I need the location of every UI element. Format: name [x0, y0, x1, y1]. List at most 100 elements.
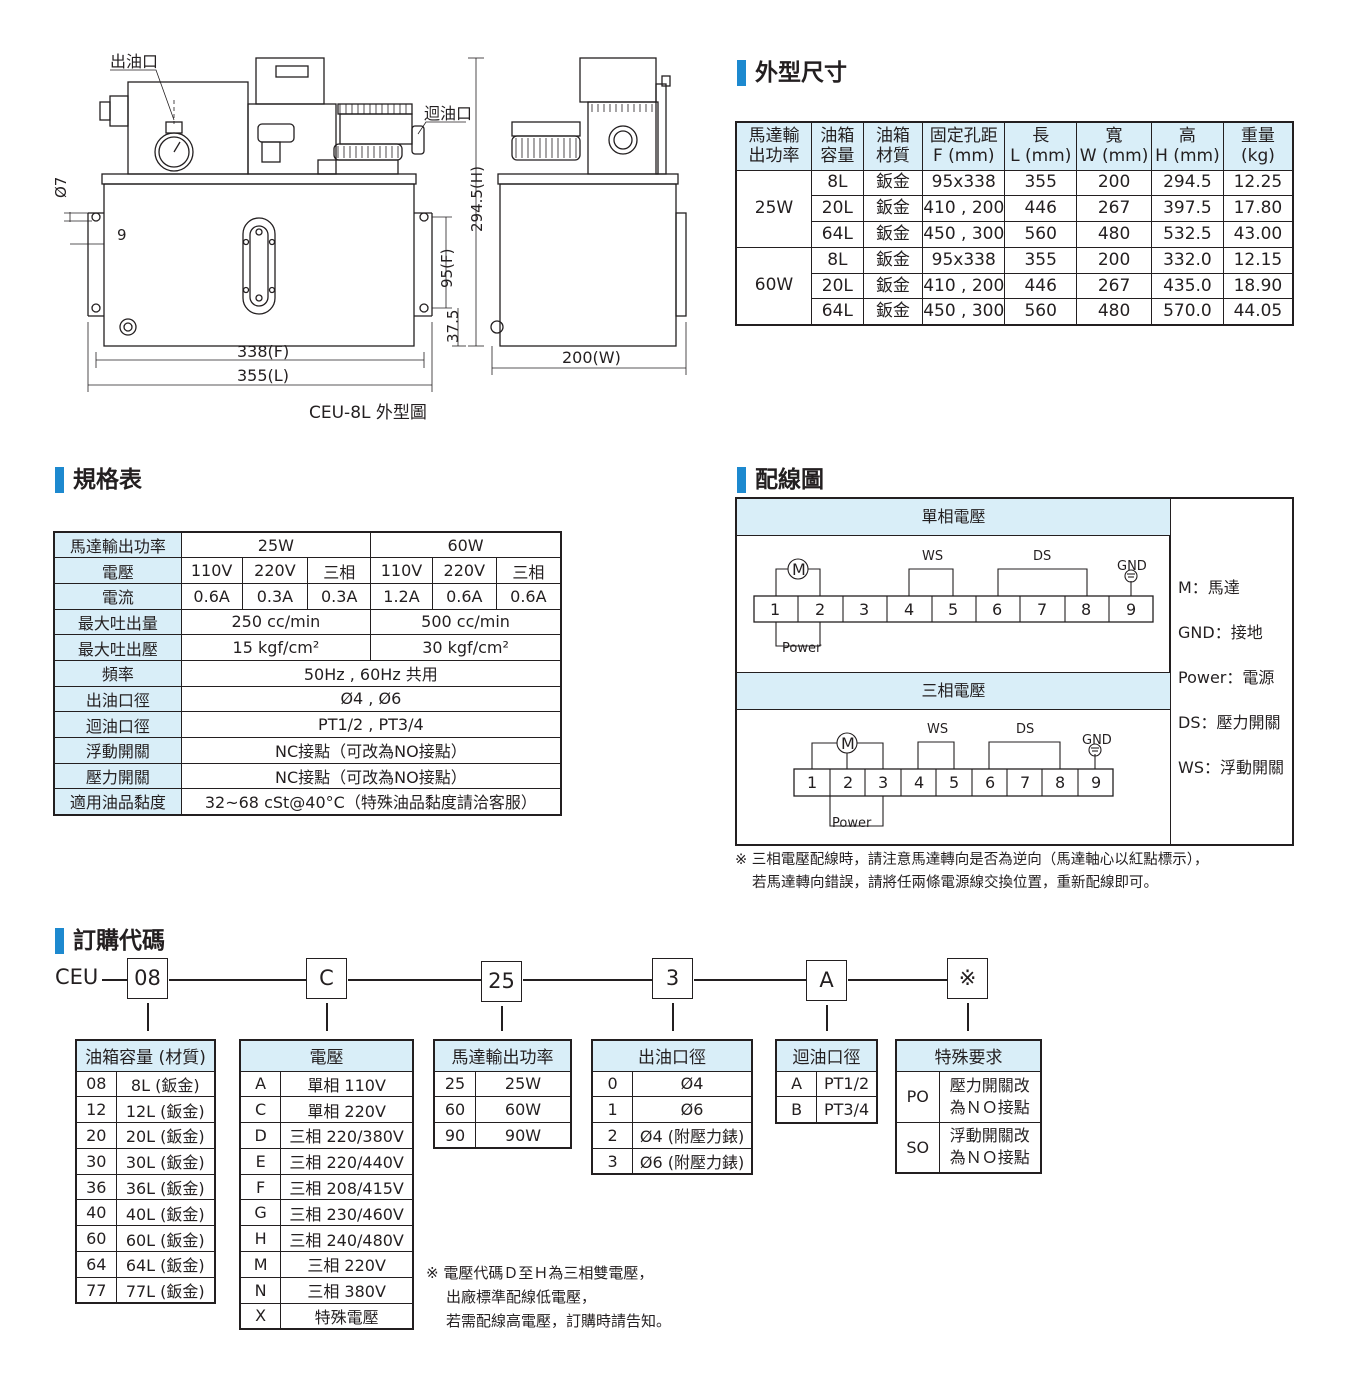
three-phase-title: 三相電壓 [737, 672, 1171, 710]
outline-header-line: 長 [1032, 126, 1050, 147]
outline-header-line: 固定孔距 [929, 126, 998, 147]
tank-row-code: 40 [75, 1199, 117, 1227]
tank-row-desc: 60L (鈑金) [115, 1225, 216, 1253]
spec-cell: 0.3A [241, 582, 309, 610]
spec-cell: 三相 [307, 557, 372, 584]
order-note-2: 出廠標準配線低電壓， [446, 1288, 597, 1306]
wiring-panel: 單相電壓 三相電壓 M：馬達 GND：接地 Power：電源 DS：壓力開關 W… [735, 497, 1294, 846]
spec-row-label: 適用油品黏度 [53, 788, 182, 816]
outline-header-line: 馬達輸 [748, 126, 800, 147]
tank-row-code: 08 [75, 1070, 117, 1098]
outline-header-line: (kg) [1240, 146, 1275, 167]
single-t1: 1 [770, 600, 780, 619]
power-row-desc: 25W [474, 1070, 572, 1098]
outline-cell: 532.5 [1150, 221, 1224, 248]
power-row-code: 60 [433, 1096, 476, 1124]
single-t2: 2 [815, 600, 825, 619]
outlet-row-code: 2 [591, 1122, 634, 1149]
tank-row-desc: 64L (鈑金) [115, 1251, 216, 1278]
outline-header-line: 出功率 [748, 146, 800, 167]
outline-cell: 480 [1076, 298, 1152, 326]
legend-power: Power：電源 [1178, 668, 1275, 687]
power-header: 馬達輸出功率 [433, 1039, 572, 1072]
spec-cell: 50Hz , 60Hz 共用 [180, 659, 562, 687]
outline-cell: 20L [811, 272, 864, 300]
single-m: M [792, 560, 806, 579]
code-box-outlet: 3 [652, 958, 693, 999]
tank-row-desc: 8L (鈑金) [115, 1070, 216, 1098]
single-ds: DS [1033, 549, 1051, 564]
code-box-power: 25 [481, 961, 522, 1002]
voltage-row-desc: 單相 220V [280, 1096, 414, 1124]
spec-cell: 0.6A [431, 582, 497, 610]
outline-cell: 鈑金 [862, 246, 924, 274]
spec-cell: 三相 [495, 557, 562, 584]
voltage-row-code: N [239, 1276, 282, 1304]
voltage-row-code: E [239, 1147, 282, 1175]
order-prefix: CEU [55, 965, 99, 989]
l355-dim: 355(L) [237, 366, 289, 385]
outline-title: 外型尺寸 [737, 58, 847, 88]
outline-cell: 446 [1004, 195, 1078, 223]
three-t9: 9 [1091, 773, 1101, 792]
three-t6: 6 [985, 773, 995, 792]
tank-row-desc: 30L (鈑金) [115, 1147, 216, 1175]
wiring-legend: M：馬達 GND：接地 Power：電源 DS：壓力開關 WS：浮動開關 [1178, 565, 1284, 790]
order-note-1: ※ 電壓代碼Ｄ至Ｈ為三相雙電壓， [426, 1264, 654, 1282]
code-box-tank: 08 [127, 958, 168, 999]
spec-cell: 30 kgf/cm² [370, 634, 562, 661]
code-box-voltage: C [306, 958, 347, 999]
outline-cell: 355 [1004, 246, 1078, 274]
spec-current-label: 電流 [53, 582, 182, 610]
spec-cell: 110V [370, 557, 433, 584]
special-header: 特殊要求 [895, 1039, 1042, 1072]
spec-title: 規格表 [55, 465, 142, 495]
tank-header: 油箱容量 (材質) [75, 1039, 216, 1072]
spec-press-label: 最大吐出壓 [53, 634, 182, 661]
return-label: 迴油口 [424, 104, 472, 123]
spec-row-label: 壓力開關 [53, 762, 182, 790]
outline-header: 油箱容量 [811, 121, 864, 171]
outline-cell: 12.15 [1222, 246, 1294, 274]
voltage-row-code: M [239, 1251, 282, 1278]
three-t1: 1 [807, 773, 817, 792]
outline-header: 重量(kg) [1222, 121, 1294, 171]
three-power: Power [832, 816, 872, 831]
outline-header-line: 材質 [875, 146, 910, 167]
spec-cell: NC接點（可改為NO接點） [180, 762, 562, 790]
outlet-label: 出油口 [110, 52, 158, 71]
outline-header-line: H (mm) [1155, 146, 1220, 167]
h-dim: 294.5(H) [468, 166, 486, 232]
spec-cell: 0.6A [180, 582, 243, 610]
voltage-row-code: F [239, 1173, 282, 1201]
three-gnd: GND [1082, 733, 1112, 748]
outline-cell: 267 [1076, 195, 1152, 223]
outline-cell: 355 [1004, 169, 1078, 197]
voltage-row-code: X [239, 1302, 282, 1330]
tank-row-desc: 12L (鈑金) [115, 1096, 216, 1124]
outline-cell: 44.05 [1222, 298, 1294, 326]
